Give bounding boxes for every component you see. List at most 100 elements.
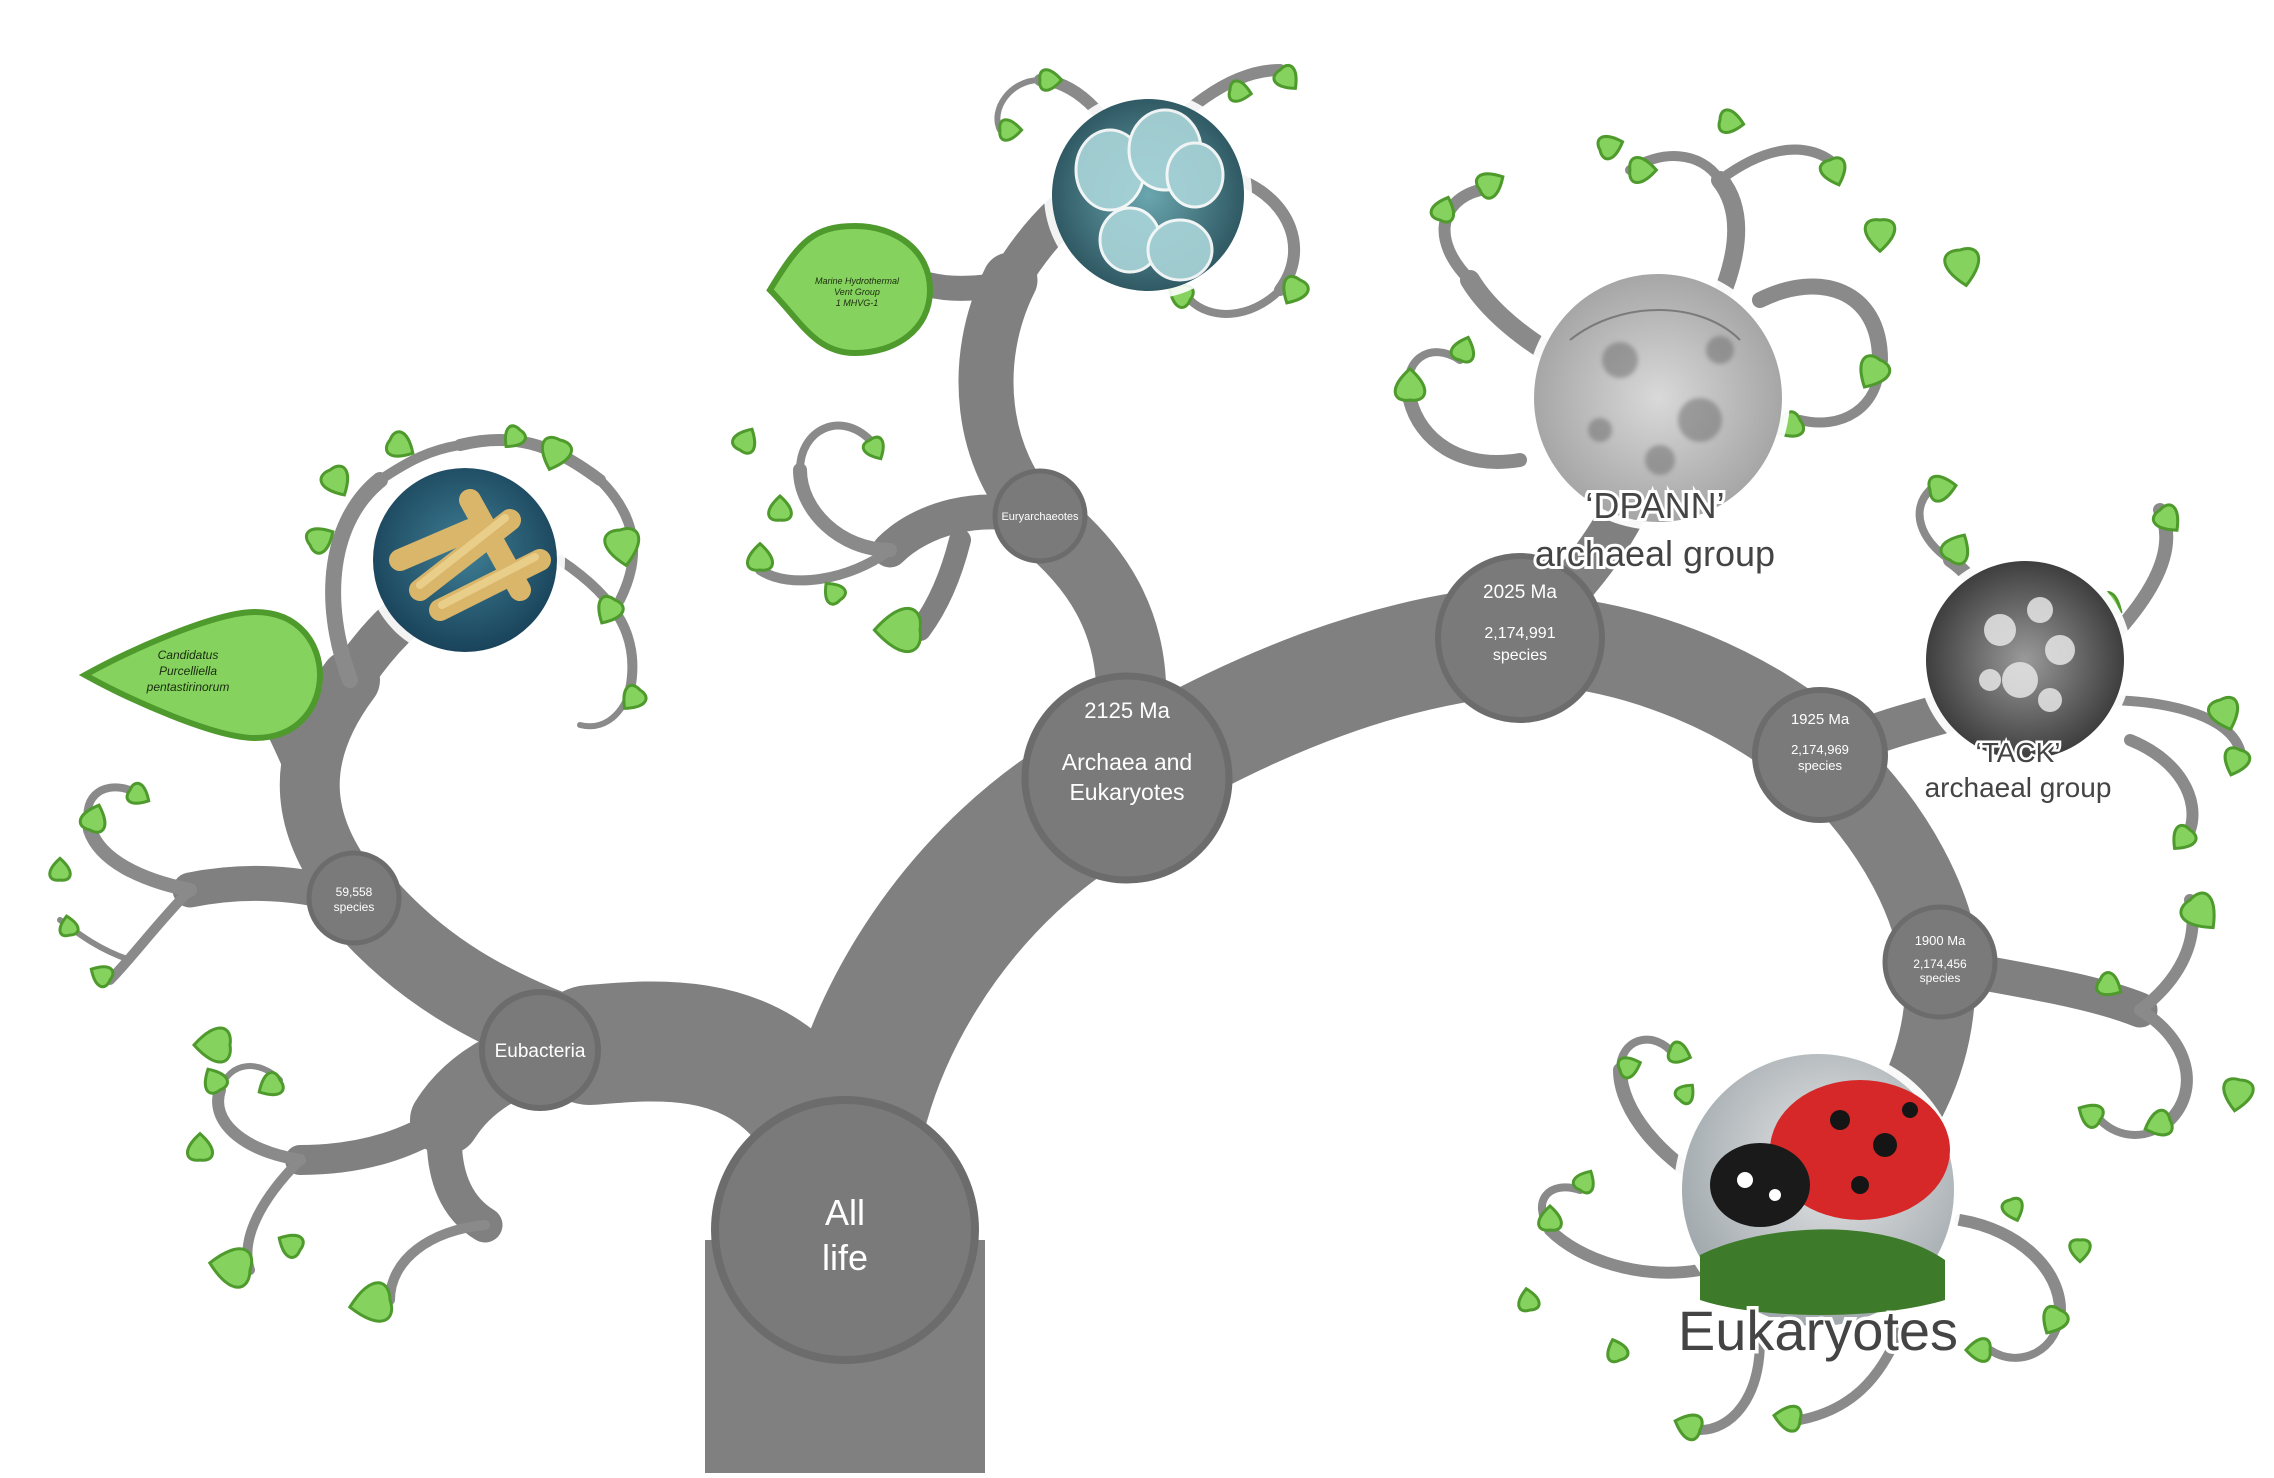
leaf-icon xyxy=(1673,1083,1695,1106)
leaf-icon xyxy=(89,965,115,989)
leaf-mhvg-line1: Marine Hydrothermal xyxy=(815,276,900,286)
leaf-icon xyxy=(603,527,641,568)
leaf-icon xyxy=(1616,1056,1643,1080)
node-1900[interactable]: 1900 Ma 2,174,456 species xyxy=(1882,904,1998,1020)
leaf-icon xyxy=(2222,1077,2255,1113)
leaf-icon xyxy=(2095,971,2123,997)
clade-label-dpann[interactable]: ‘DPANN’ archaeal group xyxy=(1532,482,1778,577)
leaf-icon xyxy=(277,1233,305,1259)
node-root-line2: life xyxy=(822,1237,868,1278)
node-archaea-eukaryotes[interactable]: 2125 Ma Archaea and Eukaryotes xyxy=(1021,672,1233,884)
leaf-icon xyxy=(1429,195,1455,224)
leaf-icon xyxy=(731,427,757,455)
leaf-icon xyxy=(1474,172,1505,200)
leaf-icon xyxy=(861,435,885,461)
node-1900-unit: species xyxy=(1920,971,1961,985)
leaf-icon xyxy=(2068,1238,2092,1264)
leaf-icon xyxy=(1939,533,1970,566)
leaf-icon xyxy=(1673,1413,1704,1442)
leaf-icon xyxy=(2077,1103,2105,1129)
node-2025[interactable]: 2025 Ma 2,174,991 species xyxy=(1435,553,1605,723)
ladybird-image xyxy=(1674,1046,1962,1334)
dpann-cell-image xyxy=(1526,266,1790,530)
node-1925-unit: species xyxy=(1798,758,1843,773)
leaf-icon xyxy=(746,541,774,572)
leaf-icon xyxy=(304,527,335,555)
leaf-icon xyxy=(1571,1169,1595,1195)
leaf-candidatus: Candidatus Purcelliella pentastirinorum xyxy=(78,608,324,742)
leaf-icon xyxy=(1227,79,1254,103)
clade-label-eukaryotes-text: Eukaryotes xyxy=(1678,1299,1958,1362)
clade-label-eukaryotes[interactable]: Eukaryotes xyxy=(1674,1296,1961,1366)
node-archaea-eukaryotes-line2: Eukaryotes xyxy=(1069,779,1184,805)
leaf-icon xyxy=(1038,68,1064,92)
leaf-icon xyxy=(1927,474,1958,503)
tack-cell-image xyxy=(1918,553,2132,767)
clade-label-dpann-line2: archaeal group xyxy=(1535,533,1775,574)
leaf-icon xyxy=(1772,1404,1803,1433)
rod-bacteria-image xyxy=(365,460,565,660)
leaf-icon xyxy=(824,581,847,606)
leaf-icon xyxy=(2151,503,2180,532)
leaf-icon xyxy=(78,803,107,834)
leaf-icon xyxy=(1393,366,1427,402)
node-1925-date: 1925 Ma xyxy=(1791,711,1850,728)
leaf-icon xyxy=(622,683,648,710)
node-1925-count: 2,174,969 xyxy=(1791,742,1849,757)
leaf-icon xyxy=(1963,1337,1992,1363)
leaf-icon xyxy=(347,1281,394,1323)
leaf-icon xyxy=(2179,891,2216,930)
leaf-icon xyxy=(2143,1108,2174,1137)
clade-label-dpann-line1: ‘DPANN’ xyxy=(1585,485,1724,526)
leaf-mhvg: Marine Hydrothermal Vent Group 1 MHVG-1 xyxy=(766,222,934,357)
leaf-icon xyxy=(504,424,527,449)
leaf-icon xyxy=(541,435,573,472)
node-1900-date: 1900 Ma xyxy=(1915,933,1966,948)
leaf-icon xyxy=(1282,274,1310,305)
node-euryarchaeotes[interactable]: Euryarchaeotes xyxy=(992,468,1088,564)
leaf-icon xyxy=(319,464,350,497)
leaf-icon xyxy=(203,1067,229,1095)
leaf-icon xyxy=(48,856,72,882)
coccus-cells-image xyxy=(1044,91,1252,299)
leaf-icon xyxy=(125,781,151,805)
leaf-icon xyxy=(58,914,80,938)
node-eubacteria-label: Eubacteria xyxy=(495,1041,586,1062)
leaf-icon xyxy=(1272,63,1298,90)
leaf-mhvg-line2: Vent Group xyxy=(834,287,880,297)
node-archaea-eukaryotes-line1: Archaea and xyxy=(1062,749,1192,775)
leaf-icon xyxy=(257,1071,285,1097)
leaf-icon xyxy=(872,607,922,653)
node-eubacteria-sub-unit: species xyxy=(334,900,375,914)
leaf-icon xyxy=(1859,354,1892,389)
leaf-icon xyxy=(191,1026,232,1064)
leaf-icon xyxy=(1537,1203,1563,1232)
node-euryarchaeotes-label: Euryarchaeotes xyxy=(1001,511,1079,523)
clade-label-tack-line1: ‘TACK’ xyxy=(1975,737,2060,768)
leaf-candidatus-line2: Purcelliella xyxy=(159,664,217,678)
node-eubacteria-sub-count: 59,558 xyxy=(336,885,373,899)
node-1925[interactable]: 1925 Ma 2,174,969 species xyxy=(1752,687,1888,823)
leaf-icon xyxy=(767,493,793,522)
leaf-icon xyxy=(1628,156,1659,184)
clade-label-tack[interactable]: ‘TACK’ archaeal group xyxy=(1922,735,2114,806)
leaf-icon xyxy=(2042,1304,2070,1335)
node-eubacteria-sub[interactable]: 59,558 species xyxy=(306,850,402,946)
leaf-icon xyxy=(998,118,1024,142)
leaf-icon xyxy=(1666,1040,1693,1064)
node-eubacteria[interactable]: Eubacteria xyxy=(479,989,601,1111)
leaf-icon xyxy=(1818,156,1847,187)
leaf-icon xyxy=(1863,218,1897,254)
node-root[interactable]: All life xyxy=(711,1096,979,1364)
clade-label-tack-line2: archaeal group xyxy=(1925,772,2112,803)
leaf-icon xyxy=(1596,135,1625,161)
leaf-icon xyxy=(384,430,415,458)
node-2025-count: 2,174,991 xyxy=(1484,625,1555,642)
leaf-mhvg-line3: 1 MHVG-1 xyxy=(836,298,879,308)
leaf-candidatus-line3: pentastirinorum xyxy=(146,680,230,694)
node-2025-date: 2025 Ma xyxy=(1483,582,1557,603)
leaf-icon xyxy=(2172,823,2198,850)
leaf-icon xyxy=(1517,1286,1541,1313)
leaf-candidatus-line1: Candidatus xyxy=(158,648,219,662)
